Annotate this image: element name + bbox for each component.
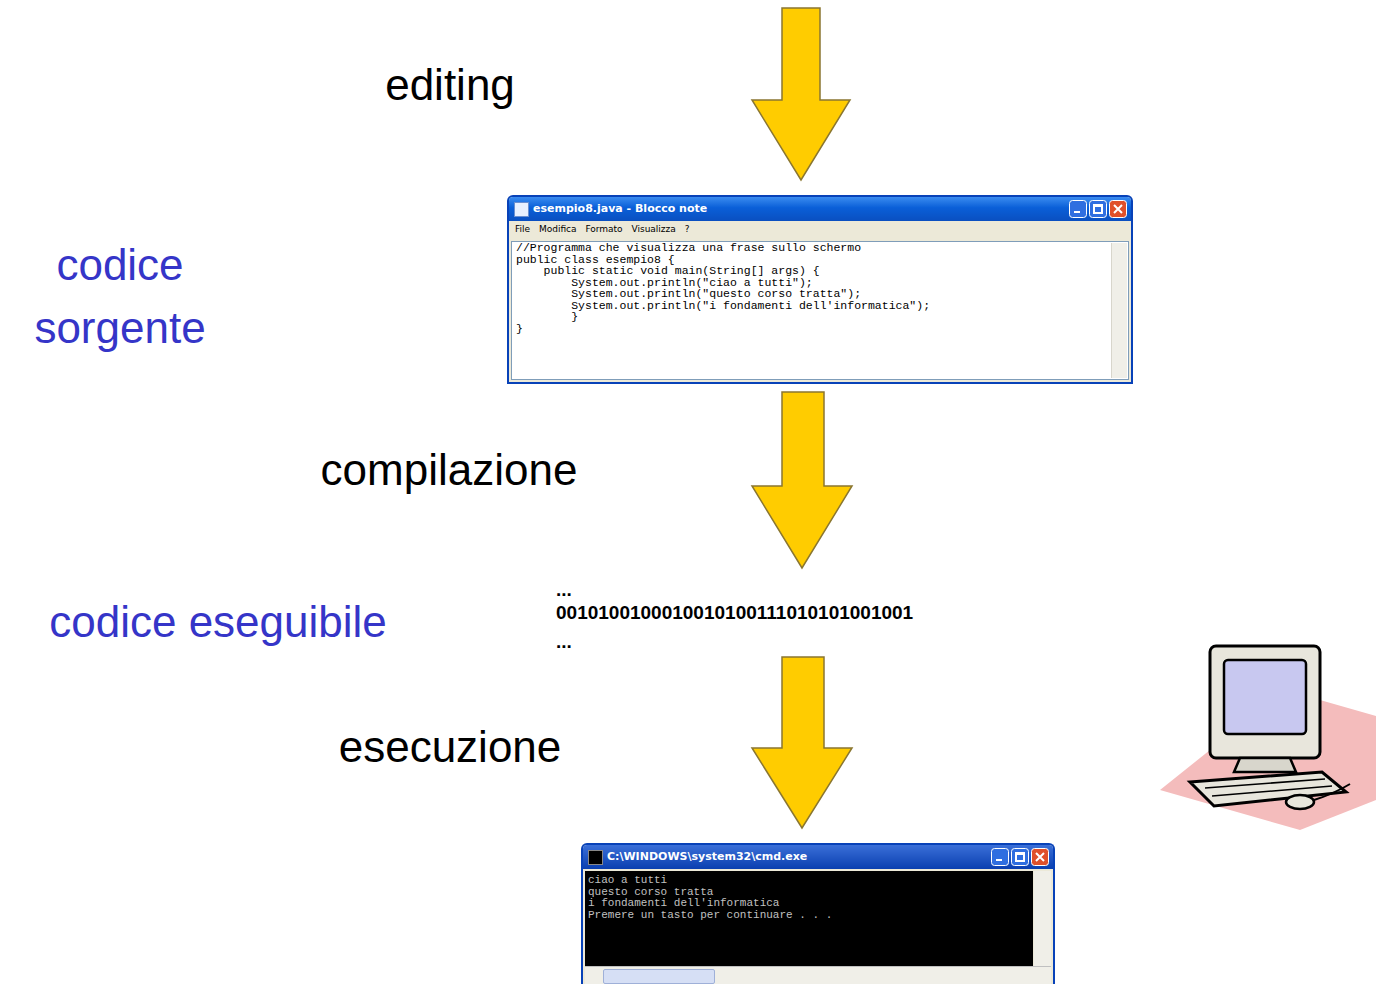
code-line: public static void main(String[] args) { bbox=[516, 265, 1128, 277]
window-button bbox=[1069, 200, 1087, 218]
stage-label: codice sorgente bbox=[0, 233, 240, 359]
step-label: compilazione bbox=[321, 446, 578, 494]
code-line: System.out.println("ciao a tutti"); bbox=[516, 277, 1128, 289]
menu-bar: File Modifica Formato Visualizza ? bbox=[509, 221, 1131, 237]
flow-arrow bbox=[752, 8, 852, 828]
console-line: ciao a tutti bbox=[588, 875, 1033, 887]
scrollbar bbox=[585, 966, 1051, 984]
window-title: C:\WINDOWS\system32\cmd.exe bbox=[583, 845, 1053, 869]
notepad-window: //Programma che visualizza una frase sul… bbox=[507, 195, 1133, 384]
code-line: public class esempio8 { bbox=[516, 254, 1128, 266]
console-line: questo corso tratta bbox=[588, 887, 1033, 899]
console-window: ciao a tuttiquesto corso trattai fondame… bbox=[581, 843, 1055, 984]
scroll-thumb bbox=[603, 969, 715, 984]
step-label: esecuzione bbox=[339, 723, 562, 771]
text-area: //Programma che visualizza una frase sul… bbox=[511, 241, 1129, 380]
window-button bbox=[1089, 200, 1107, 218]
code-line: //Programma che visualizza una frase sul… bbox=[516, 242, 1128, 254]
window-title: esempio8.java - Blocco note bbox=[509, 197, 1131, 221]
binary-code: 0010100100010010100111010101001001 bbox=[556, 603, 913, 624]
console-area: ciao a tuttiquesto corso trattai fondame… bbox=[585, 871, 1033, 966]
ellipsis: ... bbox=[556, 632, 572, 653]
scrollbar bbox=[1111, 243, 1127, 378]
scrollbar bbox=[1034, 871, 1051, 966]
console-line: i fondamenti dell'informatica bbox=[588, 898, 1033, 910]
window-icon bbox=[514, 202, 529, 217]
window-button bbox=[1109, 200, 1127, 218]
window-button bbox=[991, 848, 1009, 866]
code-line: } bbox=[516, 323, 1128, 335]
window-button bbox=[1011, 848, 1029, 866]
code-line: System.out.println("questo corso tratta"… bbox=[516, 288, 1128, 300]
code-line: System.out.println("i fondamenti dell'in… bbox=[516, 300, 1128, 312]
console-line: Premere un tasto per continuare . . . bbox=[588, 910, 1033, 922]
stage-label: codice eseguibile bbox=[49, 598, 387, 646]
code-line: } bbox=[516, 311, 1128, 323]
step-label: editing bbox=[385, 61, 515, 109]
window-button bbox=[1031, 848, 1049, 866]
computer-clipart bbox=[1160, 646, 1376, 830]
ellipsis: ... bbox=[556, 580, 572, 601]
window-icon bbox=[588, 850, 603, 865]
